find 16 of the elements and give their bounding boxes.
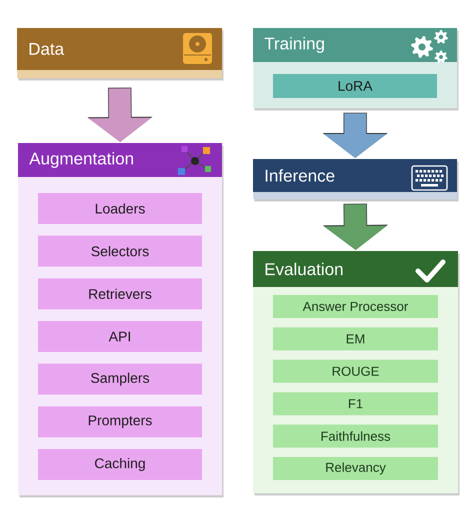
item-box: Answer Processor [273, 295, 438, 318]
item-box: Loaders [38, 193, 202, 224]
item-box: Caching [38, 449, 202, 480]
item-box: Relevancy [273, 457, 438, 480]
item-box: Faithfulness [273, 424, 438, 448]
panel: Inference [253, 159, 458, 202]
panel: Data [17, 28, 224, 80]
item-box: LoRA [273, 74, 437, 98]
item-box: Selectors [38, 236, 202, 267]
item-box: F1 [273, 392, 438, 416]
item-box: EM [273, 327, 438, 350]
item-box: ROUGE [273, 360, 438, 383]
item-box: API [38, 321, 202, 352]
item-box: Prompters [38, 406, 202, 438]
item-box: Retrievers [38, 278, 202, 310]
item-box: Samplers [38, 364, 202, 395]
